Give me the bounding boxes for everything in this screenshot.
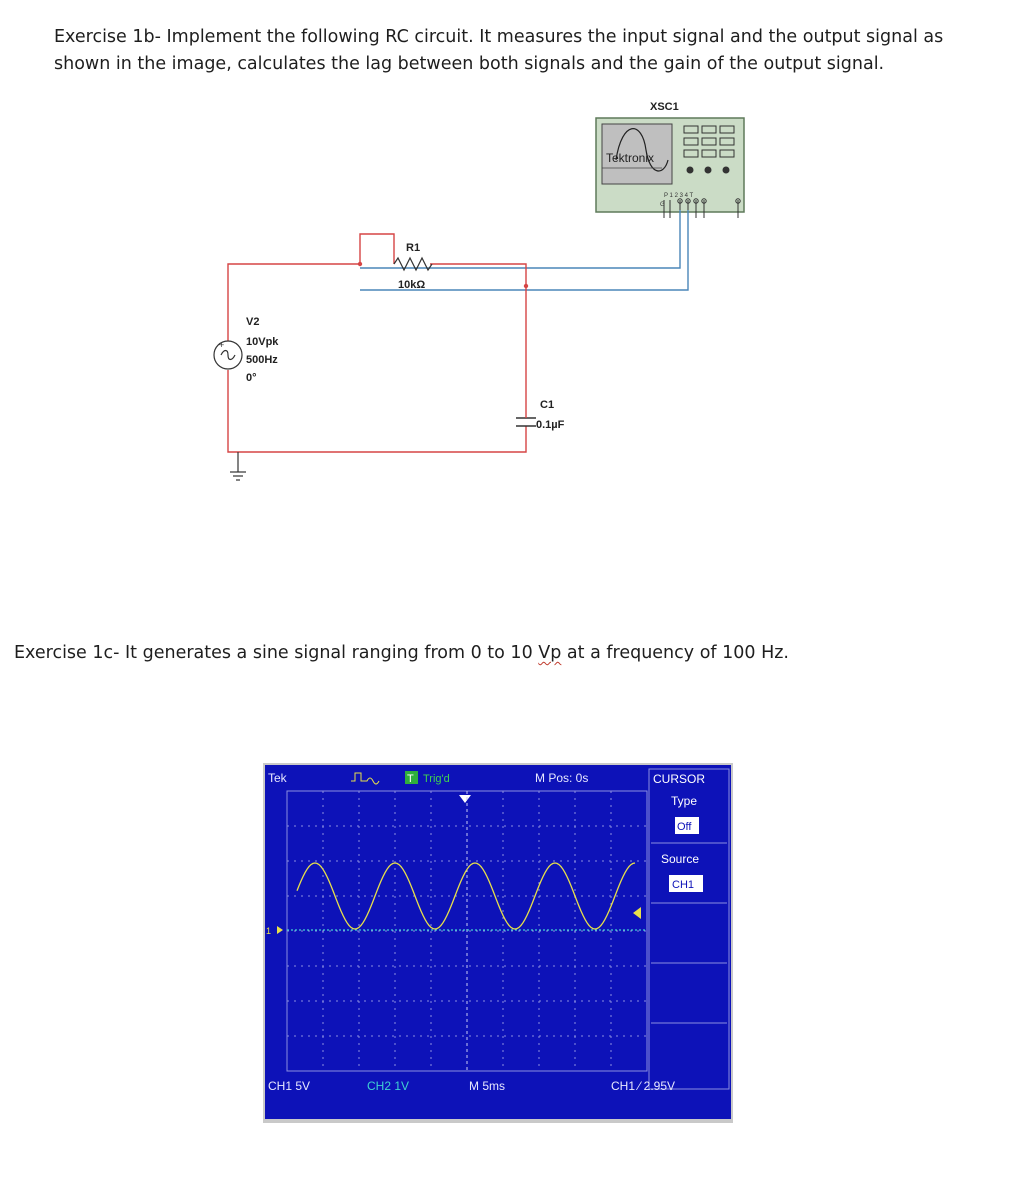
cursor-menu-title: CURSOR bbox=[653, 772, 705, 786]
scope-instrument-pins-label: P 1 2 3 4 T bbox=[664, 193, 693, 199]
scope-instrument-label: XSC1 bbox=[650, 101, 679, 113]
exercise-1c-flagged-word: Vp bbox=[538, 643, 562, 663]
resistor-name: R1 bbox=[406, 242, 420, 254]
ch1-scale: CH1 5V bbox=[268, 1079, 310, 1093]
trigger-status: Trig'd bbox=[423, 773, 450, 785]
scope-instrument-brand: Tektronix bbox=[606, 151, 654, 165]
scope-instrument-knobs bbox=[686, 166, 730, 174]
trigger-mode-badge bbox=[405, 771, 418, 784]
cursor-type-label: Type bbox=[671, 794, 697, 808]
scope-instrument-g-label: G bbox=[660, 202, 665, 208]
trigger-mode: T bbox=[407, 773, 414, 785]
ch1-ground-arrow bbox=[277, 926, 283, 934]
scope-instrument-buttons bbox=[683, 125, 735, 158]
scope-graticule bbox=[286, 790, 648, 1072]
ch2-scale: CH2 1V bbox=[367, 1079, 409, 1093]
sine-wave-icon bbox=[220, 349, 236, 361]
exercise-1c-text: Exercise 1c- It generates a sine signal … bbox=[14, 640, 1014, 667]
exercise-1b-text: Exercise 1b- Implement the following RC … bbox=[54, 24, 994, 78]
source-plus-icon: + bbox=[219, 340, 224, 350]
cursor-type-box[interactable] bbox=[675, 817, 699, 834]
source-name: V2 bbox=[246, 316, 259, 328]
junction-node bbox=[357, 261, 363, 267]
capacitor-name: C1 bbox=[540, 399, 554, 411]
cursor-type-value: Off bbox=[677, 821, 692, 833]
exercise-1c-before: Exercise 1c- It generates a sine signal … bbox=[14, 643, 539, 663]
resistor-symbol[interactable] bbox=[393, 256, 433, 272]
rc-circuit-schematic: XSC1 Tektronix P 1 2 3 4 T G R1 10kΩ bbox=[213, 101, 745, 481]
ground-icon bbox=[230, 452, 246, 481]
trigger-level-marker bbox=[633, 907, 641, 919]
cursor-source-value: CH1 bbox=[672, 879, 694, 891]
scope-instrument-screen bbox=[601, 123, 673, 185]
exercise-1b-line1: Exercise 1b- Implement the following RC … bbox=[54, 27, 944, 47]
scope-brand: Tek bbox=[268, 771, 288, 785]
exercise-1c-after: at a frequency of 100 Hz. bbox=[561, 643, 789, 663]
circuit-wires bbox=[227, 233, 527, 453]
source-amplitude: 10Vpk bbox=[246, 336, 279, 348]
ch1-ground-marker: 1 bbox=[266, 926, 271, 936]
trigger-position-marker bbox=[459, 795, 471, 803]
cursor-source-box[interactable] bbox=[669, 875, 703, 892]
ch1-waveform bbox=[296, 862, 636, 930]
source-frequency: 500Hz bbox=[246, 354, 278, 366]
horizontal-position: M Pos: 0s bbox=[535, 771, 588, 785]
resistor-value: 10kΩ bbox=[398, 279, 425, 291]
exercise-1b-line2: shown in the image, calculates the lag b… bbox=[54, 54, 885, 74]
scope-screen-wave-icon bbox=[615, 128, 669, 172]
cursor-source-label: Source bbox=[661, 852, 699, 866]
scope-instrument-terminals bbox=[663, 198, 741, 218]
oscilloscope-display: Tek T Trig'd M Pos: 0s 1 CURSOR Type Off… bbox=[263, 763, 733, 1123]
acquisition-icon bbox=[351, 772, 380, 785]
junction-node bbox=[523, 283, 529, 289]
probe-wires bbox=[360, 210, 689, 291]
capacitor-value: 0.1µF bbox=[536, 419, 565, 431]
trigger-readout: CH1 ⁄ 2.95V bbox=[611, 1079, 675, 1093]
capacitor-symbol[interactable] bbox=[516, 417, 536, 427]
source-phase: 0° bbox=[246, 372, 257, 384]
timebase: M 5ms bbox=[469, 1079, 505, 1093]
